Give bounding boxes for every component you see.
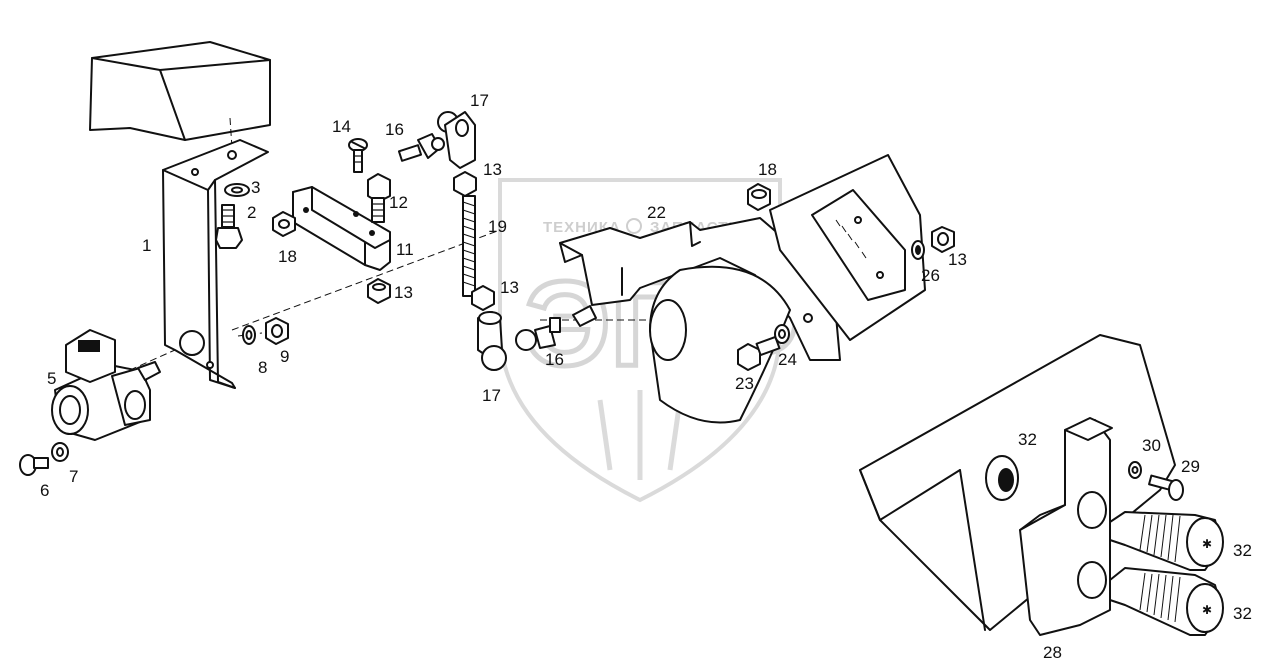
cover-bracket-part-22 [559,217,841,361]
callout-16-top: 16 [385,120,404,139]
callout-13-nut-right: 13 [948,250,967,269]
valve-part-5 [51,329,161,441]
callout-13-nut-lower-left: 13 [394,283,413,302]
callout-17-top: 17 [470,91,489,110]
callout-32-upper-connector: 32 [1233,541,1252,560]
callout-24: 24 [778,350,797,369]
connector-cross-mark: ✱ [1202,603,1212,617]
callout-7: 7 [69,467,78,486]
callout-5: 5 [47,369,56,388]
nut-part-13-upper [453,171,477,197]
connector-part-32-upper: ✱ [1109,511,1224,571]
callout-26: 26 [921,266,940,285]
nut-part-13-lower-left [367,278,391,304]
washer-part-30 [1128,461,1142,479]
bracket-part-1 [162,139,269,389]
callout-28: 28 [1043,643,1062,662]
callout-2: 2 [247,203,256,222]
callout-19: 19 [488,217,507,236]
nut-part-13-mid [471,285,495,311]
ball-joint-part-17-bottom [477,311,507,371]
seat-cushion [89,41,271,149]
callout-9: 9 [280,347,289,366]
nut-part-18-right [747,183,771,211]
nut-part-13-right [931,226,955,253]
screw-part-16-bottom [515,317,561,351]
bolt-part-23 [737,335,781,371]
callout-13-nut-mid: 13 [500,278,519,297]
plate-part-11 [292,186,391,271]
nut-part-9 [265,317,289,345]
washer-part-24 [774,324,790,344]
callout-23: 23 [735,374,754,393]
connector-part-32-lower: ✱ [1109,567,1224,636]
nut-part-18-left [272,211,296,237]
washer-part-8 [242,325,256,345]
bolt-part-2 [215,204,243,249]
callout-17-bottom: 17 [482,386,501,405]
mounting-plate-part-28 [1019,417,1113,636]
screw-part-16-top [397,133,445,162]
bolt-part-12 [367,173,391,223]
callout-11: 11 [396,240,414,259]
callout-6: 6 [40,481,49,500]
screw-part-6 [19,454,49,476]
watermark-shield [498,178,782,503]
callout-22: 22 [647,203,666,222]
washer-part-3 [224,183,250,197]
gear-icon [626,218,642,234]
washer-part-26 [911,240,925,260]
screw-part-14 [348,138,368,173]
callout-30: 30 [1142,436,1161,455]
callout-3: 3 [251,178,260,197]
callout-labels: 1 2 3 5 6 7 8 9 11 12 13 13 13 13 14 16 … [40,91,1252,662]
callout-29: 29 [1181,457,1200,476]
callout-12: 12 [389,193,408,212]
callout-18-right: 18 [758,160,777,179]
callout-32-lower-connector: 32 [1233,604,1252,623]
threaded-rod-part-19 [462,195,476,297]
callout-14: 14 [332,117,351,136]
instrument-panel [769,154,926,341]
callout-8: 8 [258,358,267,377]
callout-1: 1 [142,236,151,255]
ball-joint-part-17-top [437,111,476,169]
callout-13-nut-upper: 13 [483,160,502,179]
gauge-housing [649,265,791,424]
washer-part-7 [51,442,69,462]
callout-16-bottom: 16 [545,350,564,369]
screw-part-29 [1148,474,1184,501]
callout-32-nut: 32 [1018,430,1037,449]
connector-nut-part-32 [985,455,1019,501]
connector-cross-mark: ✱ [1202,537,1212,551]
callout-18-left: 18 [278,247,297,266]
